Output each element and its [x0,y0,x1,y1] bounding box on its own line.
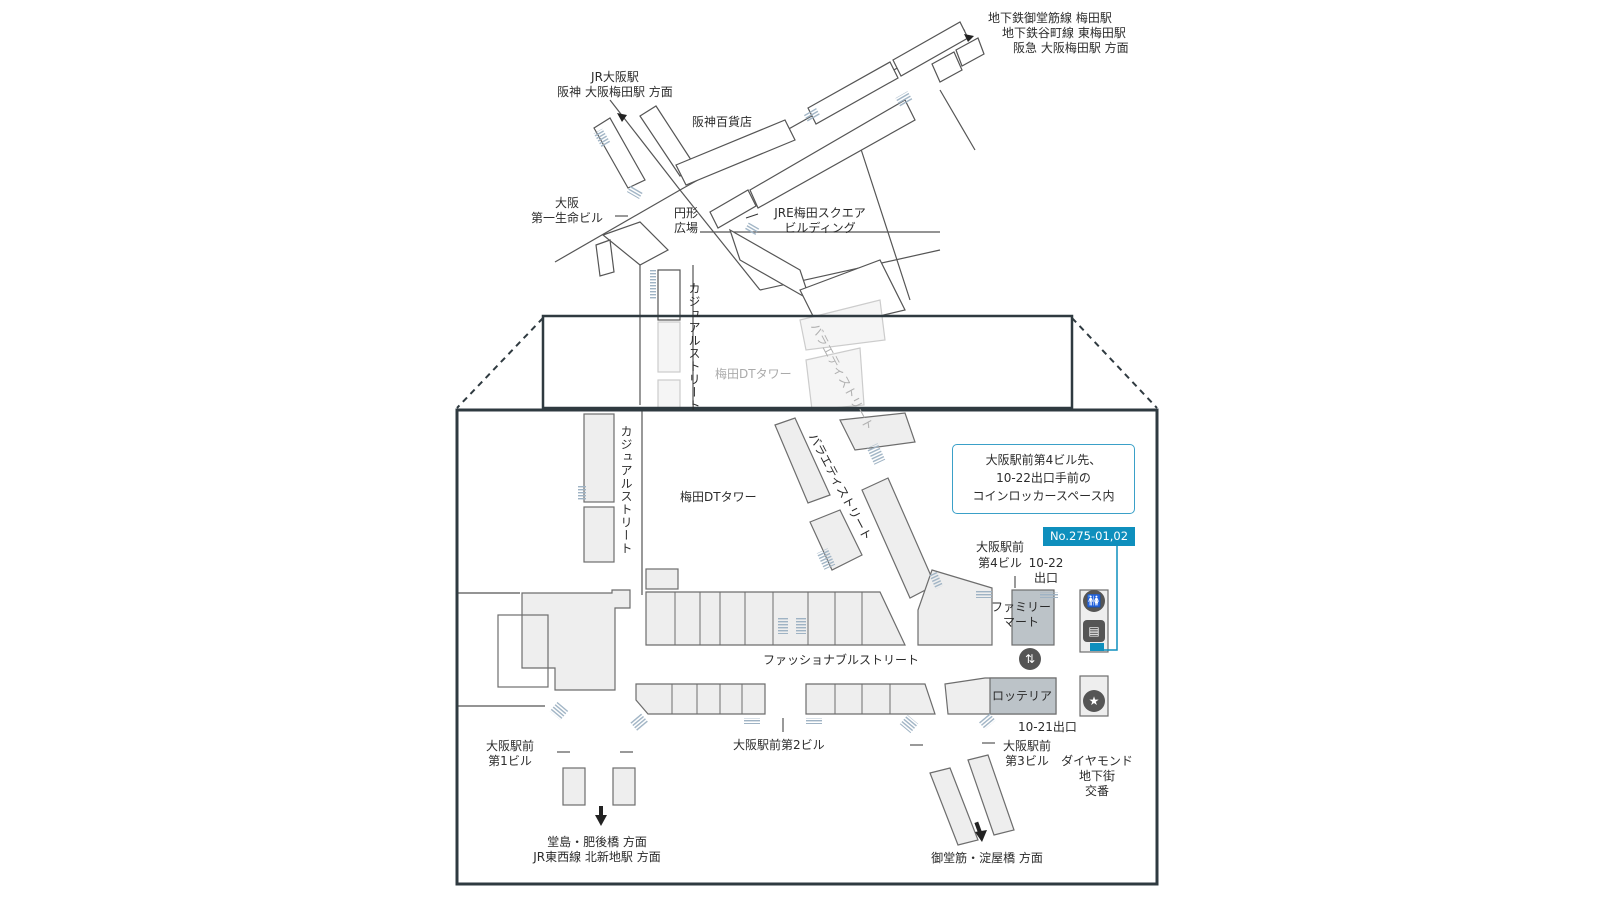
building-small-corner [645,568,679,590]
building-s-2 [612,767,636,806]
building-bldg2-e [805,683,936,715]
label-bldg1-1: 大阪駅前 [485,739,535,753]
building-jre-front2 [709,189,757,229]
label-dt-tower: 梅田DTタワー [680,490,757,504]
building-variety-top [839,412,916,451]
label-jre-1: JRE梅田スクエア [774,206,866,220]
label-upper-casual-street: カジュアルストリート [687,282,701,412]
building-daiichi1 [601,221,669,266]
label-daiichi-1: 大阪 [554,196,580,210]
label-north-west-2: 阪神 大阪梅田駅 方面 [557,85,673,99]
building-bldg2-w [635,683,766,715]
elevator-icon: ⇅ [1019,648,1041,670]
label-circle-plaza-2: 広場 [673,221,699,235]
south-arrows [595,806,987,842]
label-jre-2: ビルディング [784,221,856,235]
building-jre-front1 [749,99,916,209]
label-police-3: 交番 [1084,784,1110,798]
lower-map-connector-lines [1100,546,1118,651]
label-bldg2: 大阪駅前第2ビル [733,738,825,752]
zoom-connectors [456,317,1158,409]
label-north-east-3: 阪急 大阪梅田駅 方面 [1013,41,1129,55]
label-south-west-1: 堂島・肥後橋 方面 [547,835,647,849]
label-circle-plaza-1: 円形 [673,206,699,220]
label-bldg4-2: 第4ビル [978,556,1022,570]
building-casual-block [657,269,681,321]
building-upper-strip4 [931,51,963,83]
arrow-north-east [964,34,974,42]
arrow-north-west [617,113,627,122]
locker-icon: ▤ [1083,620,1105,642]
building-bldg1 [521,589,631,691]
locker-leader-line [1100,546,1118,651]
building-upper-strip1 [675,119,796,186]
label-south-east: 御堂筋・淀屋橋 方面 [931,851,1043,865]
label-exit-10-22-1: 10-22 [1028,556,1064,570]
upper-map-stairs [593,91,913,300]
building-variety-3 [861,477,936,599]
label-north-east-1: 地下鉄御堂筋線 梅田駅 [988,11,1112,25]
building-bldg4-block [917,569,993,646]
locker-marker [1090,643,1104,651]
upper-map-arrows [617,34,974,122]
building-nw-strip [593,117,646,189]
label-bldg4-1: 大阪駅前 [975,540,1025,554]
building-s-4 [967,754,1015,836]
building-dt-row [645,591,906,646]
label-north-east-2: 地下鉄谷町線 東梅田駅 [1002,26,1126,40]
label-fashionable-street: ファッショナブルストリート [763,653,920,667]
label-lotteria: ロッテリア [991,689,1053,703]
police-icon: ★ [1083,690,1105,712]
building-upper-strip5 [955,37,985,67]
label-police-1: ダイヤモンド [1061,754,1133,768]
building-bldg1-annex [497,614,549,688]
label-police-2: 地下街 [1078,769,1116,783]
zoom-source-frame [541,314,1074,410]
callout-line-3: コインロッカースペース内 [972,489,1115,503]
label-bldg3-2: 第3ビル [1005,754,1049,768]
label-family-mart-1: ファミリー [990,600,1052,614]
arrow-south-west [595,815,607,826]
detail-frame [455,408,1159,886]
building-daiichi2 [595,239,615,277]
label-south-west-2: JR東西線 北新地駅 方面 [533,850,661,864]
building-variety-1 [774,417,831,504]
locker-callout: 大阪駅前第4ビル先、 10-22出口手前の コインロッカースペース内 [952,444,1135,514]
walkway-arrows [557,213,1016,753]
building-jre-side [728,228,812,302]
shop-lotteria [989,677,1057,715]
locker-id-tag: No.275-01,02 [1043,527,1135,546]
label-casual-street: カジュアルストリート [619,425,633,555]
label-hanshin: 阪神百貨店 [692,115,753,129]
label-upper-dt-tower: 梅田DTタワー [715,367,792,381]
lower-map-shop-dividers [671,592,891,714]
lower-map-buildings [497,412,1109,846]
callout-line-1: 大阪駅前第4ビル先、 [985,453,1102,467]
label-exit-10-22-2: 出口 [1033,571,1059,585]
arrow-south-east [975,830,987,842]
faded-band [657,299,886,411]
callout-line-2: 10-22出口手前の [996,471,1091,485]
label-exit-10-21: 10-21出口 [1018,720,1077,734]
label-bldg3-1: 大阪駅前 [1002,739,1052,753]
label-family-mart-2: マート [1002,615,1040,629]
highlight-shops [989,589,1057,715]
building-casual-2 [583,506,615,563]
building-s-3 [929,767,979,846]
restroom-icon: 🚻 [1083,590,1105,612]
building-s-1 [562,767,586,806]
label-north-west-1: JR大阪駅 [591,70,639,84]
shop-family-mart [1011,589,1055,646]
label-daiichi-2: 第一生命ビル [530,211,604,225]
label-bldg1-2: 第1ビル [488,754,532,768]
lower-map-roads [458,410,643,707]
building-casual-1 [583,413,615,503]
lower-map-stairs [549,443,1058,734]
